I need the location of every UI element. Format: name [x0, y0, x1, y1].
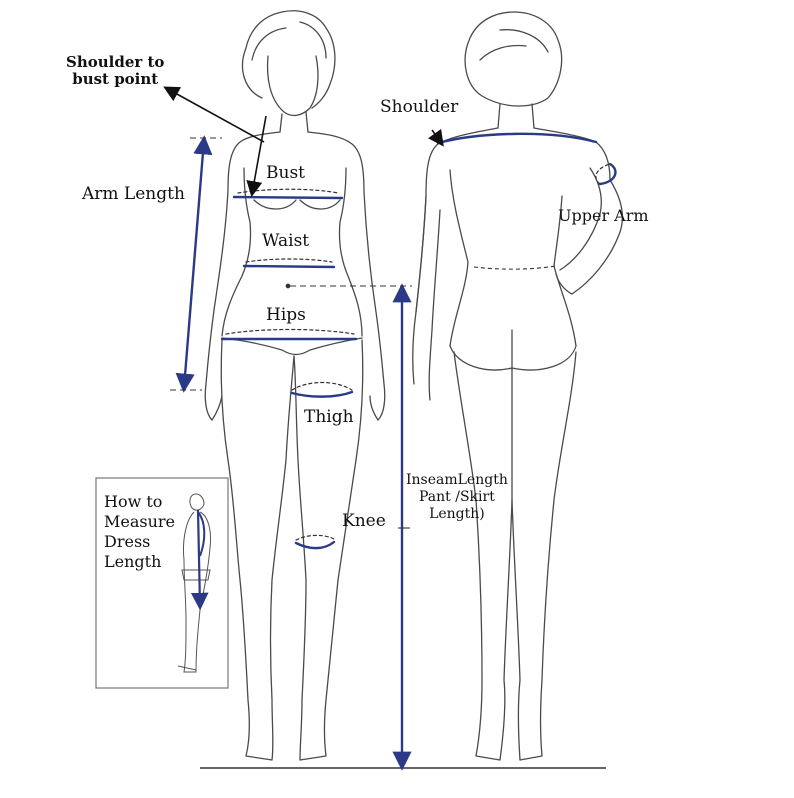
pointer-arrows [163, 86, 444, 198]
inset-caption: How to Measure Dress Length [104, 492, 175, 572]
inset-line-2: Measure [104, 512, 176, 531]
label-arm-length: Arm Length [82, 184, 185, 204]
label-waist: Waist [262, 231, 310, 251]
thigh-line [290, 390, 354, 398]
back-figure [412, 11, 624, 761]
label-thigh: Thigh [304, 407, 354, 427]
waist-line [242, 264, 336, 269]
knee-line [294, 540, 336, 550]
label-bust: Bust [266, 163, 305, 183]
label-knee: Knee [342, 511, 386, 531]
label-shoulder-to-bust-line2: bust point [72, 70, 159, 89]
label-inseam: InseamLength Pant /Skirt Length) [406, 472, 508, 522]
inset-line-3: Dress [104, 532, 151, 551]
arm-length-line [175, 135, 213, 393]
label-inseam-line2: Pant /Skirt [419, 488, 495, 505]
shoulder-line [436, 132, 598, 145]
label-inseam-line3: Length) [429, 505, 485, 522]
guide-lines [170, 137, 557, 529]
inset-line-1: How to [104, 492, 163, 511]
upper-arm-line [598, 162, 617, 186]
label-shoulder-to-bust: Shoulder to bust point [66, 53, 165, 89]
label-upper-arm: Upper Arm [558, 206, 649, 225]
bust-line [232, 195, 344, 200]
label-inseam-line1: InseamLength [406, 472, 508, 488]
inset-box [95, 477, 229, 689]
label-shoulder-to-bust-line1: Shoulder to [66, 53, 165, 71]
inset-line-4: Length [104, 552, 162, 571]
front-figure [204, 10, 386, 761]
label-shoulder: Shoulder [380, 97, 459, 117]
label-hips: Hips [266, 305, 306, 325]
measure-lines [175, 132, 617, 771]
